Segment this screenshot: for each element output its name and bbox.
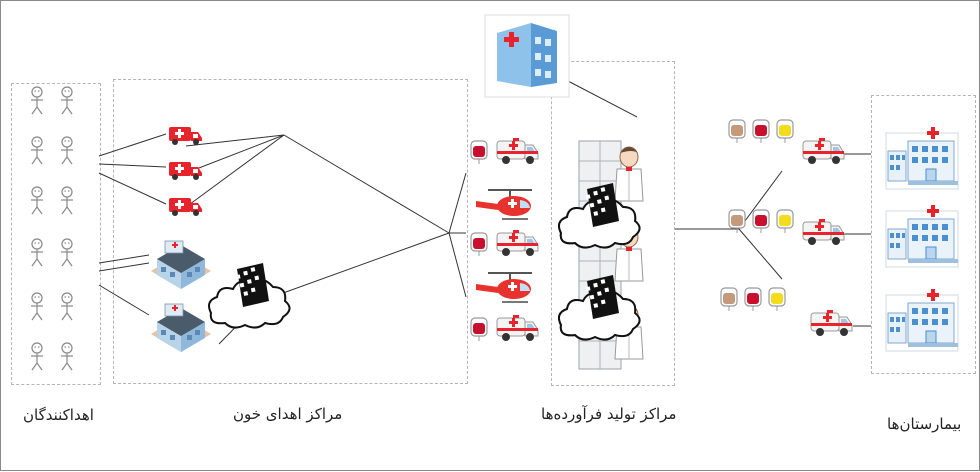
donors-box <box>11 83 101 385</box>
label-donation-centers: مراکز اهدای خون <box>233 405 343 423</box>
transport-vehicles <box>470 137 539 342</box>
blood-bag-icon <box>470 140 488 165</box>
label-donors: اهداکنندگان <box>23 406 94 424</box>
headquarters-building <box>484 14 570 98</box>
hospitals-box <box>871 95 976 374</box>
production-centers-box <box>551 61 675 386</box>
donation-centers-box <box>113 79 468 384</box>
blood-bag-groups <box>720 119 794 312</box>
label-production-centers: مراکز تولید فرآورده‌ها <box>541 405 677 423</box>
connection-lines <box>98 80 871 345</box>
donor-figures <box>30 86 74 371</box>
hospital-buildings <box>885 126 959 352</box>
label-hospitals: بیمارستان‌ها <box>887 415 962 433</box>
blood-mobile-trucks <box>169 127 202 216</box>
hospital-ambulances <box>802 137 853 337</box>
production-facility <box>558 140 644 370</box>
donation-center-buildings <box>150 240 212 353</box>
